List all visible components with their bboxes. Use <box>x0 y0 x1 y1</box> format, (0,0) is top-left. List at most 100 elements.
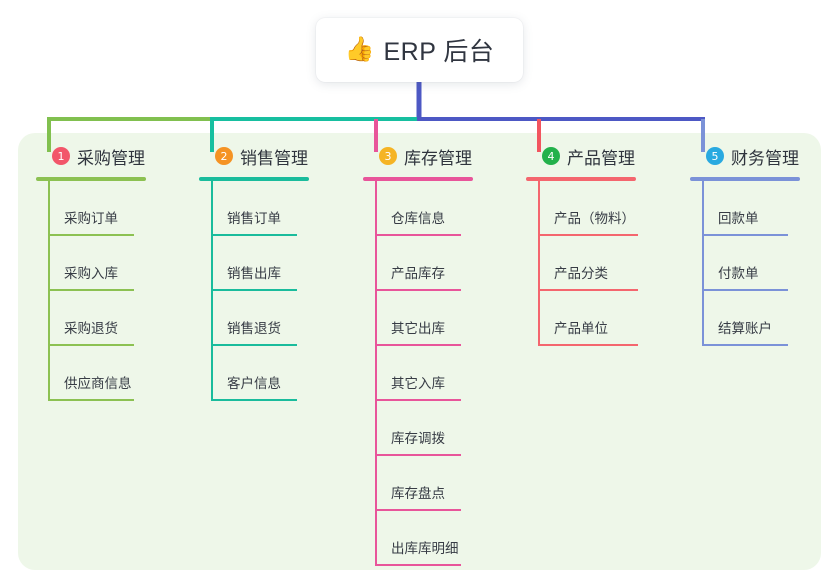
branch-trunk-line <box>702 181 704 345</box>
category-underline <box>690 177 800 181</box>
leaf-item-label: 出库库明细 <box>391 541 459 556</box>
category-header-5[interactable]: 5 财务管理 <box>690 143 800 169</box>
leaf-item-underline <box>211 289 297 291</box>
leaf-item-underline <box>48 234 134 236</box>
category-header-3[interactable]: 3 库存管理 <box>363 143 473 169</box>
branch-trunk-line <box>375 181 377 565</box>
leaf-item-underline <box>375 454 461 456</box>
category-underline <box>199 177 309 181</box>
leaf-item-label: 结算账户 <box>718 321 772 336</box>
leaf-item-label: 产品分类 <box>554 266 608 281</box>
leaf-item-label: 产品单位 <box>554 321 608 336</box>
leaf-item-underline <box>375 289 461 291</box>
leaf-item-underline <box>702 344 788 346</box>
category-column-3: 3 库存管理仓库信息产品库存其它出库其它入库库存调拨库存盘点出库库明细 <box>363 143 473 566</box>
leaf-item-underline <box>375 509 461 511</box>
leaf-item[interactable]: 库存盘点 <box>363 456 473 511</box>
leaf-item[interactable]: 库存调拨 <box>363 401 473 456</box>
leaf-list: 仓库信息产品库存其它出库其它入库库存调拨库存盘点出库库明细 <box>363 181 473 566</box>
leaf-item-underline <box>538 344 638 346</box>
leaf-item[interactable]: 采购退货 <box>36 291 146 346</box>
leaf-item-underline <box>211 344 297 346</box>
leaf-item-label: 客户信息 <box>227 376 281 391</box>
category-header-4[interactable]: 4 产品管理 <box>526 143 636 169</box>
leaf-item-underline <box>48 344 134 346</box>
leaf-item-underline <box>48 289 134 291</box>
leaf-item[interactable]: 其它出库 <box>363 291 473 346</box>
leaf-item-label: 销售订单 <box>227 211 281 226</box>
leaf-item[interactable]: 产品单位 <box>526 291 638 346</box>
leaf-item[interactable]: 回款单 <box>690 181 800 236</box>
category-header-2[interactable]: 2 销售管理 <box>199 143 309 169</box>
leaf-item-underline <box>48 399 134 401</box>
thumbs-up-icon: 👍 <box>344 36 375 63</box>
category-title: 采购管理 <box>77 148 145 168</box>
number-badge-icon: 2 <box>215 147 233 165</box>
leaf-item[interactable]: 客户信息 <box>199 346 309 401</box>
leaf-list: 回款单付款单结算账户 <box>690 181 800 346</box>
leaf-item-label: 销售退货 <box>227 321 281 336</box>
number-badge-icon: 5 <box>706 147 724 165</box>
leaf-item-label: 回款单 <box>718 211 759 226</box>
leaf-item[interactable]: 其它入库 <box>363 346 473 401</box>
leaf-item-label: 其它出库 <box>391 321 445 336</box>
category-header-1[interactable]: 1 采购管理 <box>36 143 146 169</box>
leaf-item[interactable]: 产品库存 <box>363 236 473 291</box>
leaf-item-underline <box>538 289 638 291</box>
leaf-item[interactable]: 采购入库 <box>36 236 146 291</box>
number-badge-icon: 3 <box>379 147 397 165</box>
leaf-item-label: 产品（物料） <box>554 211 635 226</box>
leaf-item[interactable]: 结算账户 <box>690 291 800 346</box>
number-badge-icon: 4 <box>542 147 560 165</box>
leaf-item-label: 仓库信息 <box>391 211 445 226</box>
category-column-4: 4 产品管理产品（物料） 产品分类产品单位 <box>526 143 638 346</box>
category-column-5: 5 财务管理回款单付款单结算账户 <box>690 143 800 346</box>
category-title: 销售管理 <box>240 148 308 168</box>
category-column-2: 2 销售管理销售订单销售出库销售退货客户信息 <box>199 143 309 401</box>
category-title: 产品管理 <box>567 148 635 168</box>
leaf-item-label: 产品库存 <box>391 266 445 281</box>
leaf-item-label: 销售出库 <box>227 266 281 281</box>
leaf-list: 销售订单销售出库销售退货客户信息 <box>199 181 309 401</box>
leaf-list: 采购订单采购入库采购退货供应商信息 <box>36 181 146 401</box>
leaf-item-label: 其它入库 <box>391 376 445 391</box>
leaf-item[interactable]: 仓库信息 <box>363 181 473 236</box>
category-title: 财务管理 <box>731 148 799 168</box>
leaf-list: 产品（物料） 产品分类产品单位 <box>526 181 638 346</box>
leaf-item-label: 采购退货 <box>64 321 118 336</box>
leaf-item-underline <box>702 234 788 236</box>
leaf-item-label: 库存盘点 <box>391 486 445 501</box>
category-underline <box>526 177 636 181</box>
number-badge-icon: 1 <box>52 147 70 165</box>
leaf-item-label: 采购订单 <box>64 211 118 226</box>
leaf-item-label: 供应商信息 <box>64 376 132 391</box>
leaf-item-underline <box>375 399 461 401</box>
leaf-item[interactable]: 产品分类 <box>526 236 638 291</box>
leaf-item[interactable]: 销售订单 <box>199 181 309 236</box>
leaf-item[interactable]: 产品（物料） <box>526 181 638 236</box>
leaf-item[interactable]: 出库库明细 <box>363 511 473 566</box>
leaf-item-underline <box>375 344 461 346</box>
leaf-item-underline <box>375 234 461 236</box>
diagram-panel <box>18 133 821 570</box>
leaf-item-underline <box>538 234 638 236</box>
leaf-item-underline <box>702 289 788 291</box>
leaf-item[interactable]: 供应商信息 <box>36 346 146 401</box>
leaf-item-underline <box>211 234 297 236</box>
leaf-item[interactable]: 销售退货 <box>199 291 309 346</box>
leaf-item-label: 库存调拨 <box>391 431 445 446</box>
branch-trunk-line <box>538 181 540 345</box>
category-column-1: 1 采购管理采购订单采购入库采购退货供应商信息 <box>36 143 146 401</box>
category-underline <box>36 177 146 181</box>
leaf-item-underline <box>211 399 297 401</box>
leaf-item[interactable]: 采购订单 <box>36 181 146 236</box>
leaf-item-underline <box>375 564 461 566</box>
category-underline <box>363 177 473 181</box>
leaf-item-label: 采购入库 <box>64 266 118 281</box>
category-title: 库存管理 <box>404 148 472 168</box>
leaf-item[interactable]: 付款单 <box>690 236 800 291</box>
leaf-item[interactable]: 销售出库 <box>199 236 309 291</box>
root-node-erp-backend[interactable]: 👍 ERP 后台 <box>316 18 523 82</box>
leaf-item-label: 付款单 <box>718 266 759 281</box>
